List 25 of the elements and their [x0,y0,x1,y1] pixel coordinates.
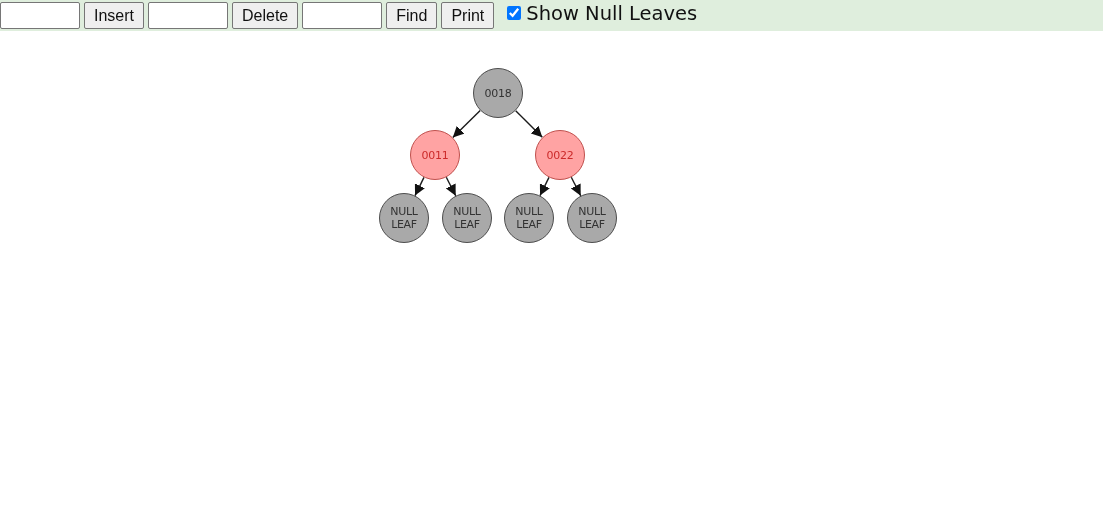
checkbox-label: Show Null Leaves [526,2,698,25]
null-leaf-circle [442,193,492,243]
node-label: 0018 [484,86,512,100]
find-button: Find [386,2,438,29]
node-label: 0022 [546,148,574,162]
null-leaf-circle [379,193,429,243]
arrow [570,176,582,197]
arrow [414,176,425,197]
node-label: 0011 [421,148,449,162]
null-leaf-circle [567,193,617,243]
tree-node-circle [473,68,523,118]
print-button: Print [441,2,495,29]
delete-button: Delete [232,2,299,29]
arrow [452,109,481,139]
arrow [445,176,457,197]
node-label: NULL LEAF [577,205,607,231]
arrow [515,110,543,138]
arrow [539,176,550,197]
tree-node-circle [535,130,585,180]
insert-button: Insert [84,2,144,29]
node-label: NULL LEAF [452,205,482,231]
null-leaf-circle [504,193,554,243]
node-label: NULL LEAF [514,205,544,231]
tree-node-circle [410,130,460,180]
node-label: NULL LEAF [389,205,419,231]
